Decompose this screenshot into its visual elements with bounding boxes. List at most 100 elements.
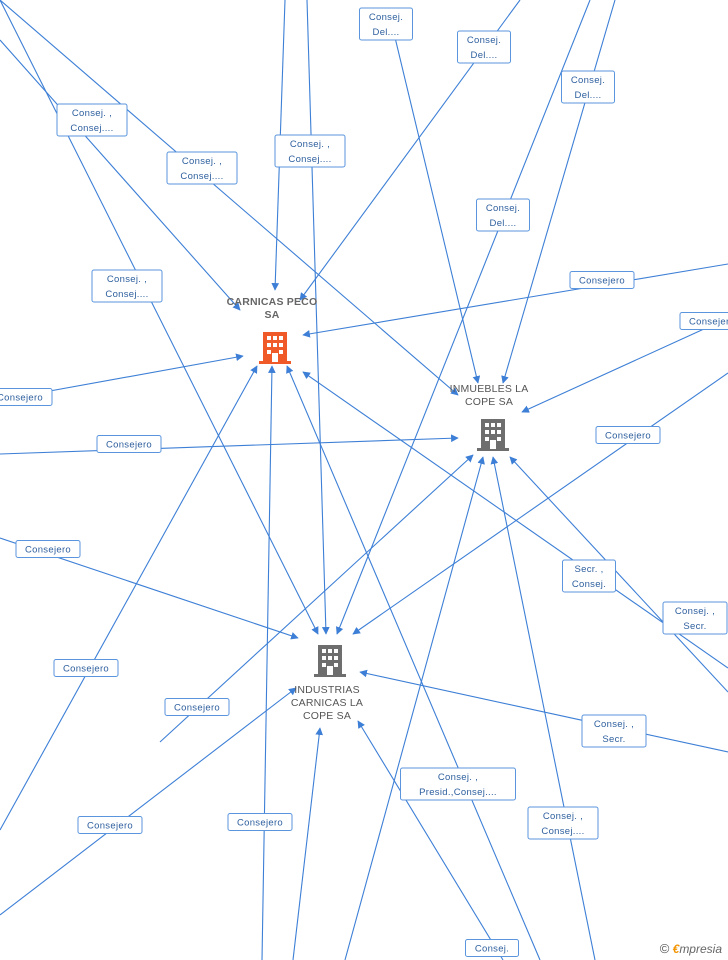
edge-label[interactable]: Consej. , Consej.... — [274, 134, 346, 168]
edge-label[interactable]: Consej. , Presid.,Consej.... — [400, 767, 516, 801]
edge-label-box — [274, 134, 346, 168]
building-icon[interactable] — [258, 329, 292, 365]
edge — [286, 365, 541, 960]
edge-label-box — [164, 698, 230, 716]
edge-label-text: Consej. , — [182, 156, 222, 167]
edge — [0, 39, 241, 311]
edge — [521, 317, 728, 413]
edge-label[interactable]: Consejero — [0, 388, 53, 406]
edge-label-text: Del.... — [471, 50, 498, 61]
edge-label-box — [569, 271, 635, 289]
edge-label[interactable]: Consej. , Consej.... — [166, 151, 238, 185]
edge-label[interactable]: Consejero — [53, 659, 119, 677]
edge — [292, 727, 324, 960]
edge — [302, 371, 728, 669]
edge-label-text: Consej. , — [72, 108, 112, 119]
edge — [302, 263, 728, 338]
edge-label-text: Consej. , — [594, 719, 634, 730]
edge-label-text: Consejero — [25, 545, 71, 556]
edge-label-box — [662, 601, 728, 635]
edge-label-box — [53, 659, 119, 677]
edge-label-box — [679, 312, 728, 330]
edge-label-text: Consejero — [605, 431, 651, 442]
edge — [335, 0, 591, 635]
edge-label[interactable]: Secr. , Consej. — [562, 559, 616, 593]
edge-label-text: Secr. — [602, 734, 625, 745]
edge-label-text: Consej. , — [438, 772, 478, 783]
edge-label[interactable]: Consejero — [15, 540, 81, 558]
brand-initial: € — [672, 942, 680, 956]
edge-label-text: Consej.... — [541, 826, 584, 837]
edge-label-box — [15, 540, 81, 558]
edge — [306, 0, 330, 635]
edge-label-box — [166, 151, 238, 185]
copyright-icon: © — [659, 941, 670, 956]
edge-label[interactable]: Consejero — [227, 813, 293, 831]
edge-label-box — [595, 426, 661, 444]
edge-label-text: Consej. — [475, 944, 509, 955]
edge-label-text: Del.... — [575, 90, 602, 101]
edge-label-box — [227, 813, 293, 831]
edge-label[interactable]: Consej. ,Consej.... — [91, 269, 163, 303]
edge-label[interactable]: Consejero — [77, 816, 143, 834]
brand-name: mpresia — [679, 942, 722, 956]
edge-label[interactable]: Consejero — [595, 426, 661, 444]
edge-label-text: Consej. — [571, 75, 605, 86]
building-icon[interactable] — [313, 642, 347, 678]
edge — [261, 365, 276, 960]
edge-label-text: Consejero — [237, 818, 283, 829]
edge-label-text: Consej.... — [105, 289, 148, 300]
edge-label-text: Secr. — [683, 621, 706, 632]
edge-label-box — [562, 559, 616, 593]
edge-label[interactable]: Consejero — [569, 271, 635, 289]
edge-label-text: Del.... — [490, 218, 517, 229]
node-label-inmuebles[interactable]: INMUEBLES LA COPE SA — [449, 383, 529, 408]
edge-label-box — [0, 388, 53, 406]
edge-label-box — [581, 714, 647, 748]
edge-label-text: Consej. — [486, 203, 520, 214]
edge-label[interactable]: Consej. Del.... — [476, 198, 530, 232]
edge-label[interactable]: Consej. Del.... — [561, 70, 615, 104]
edge-label[interactable]: Consej. , Secr. — [662, 601, 728, 635]
empresia-watermark: © €mpresia — [660, 941, 722, 956]
edge-label-text: Consej. — [572, 579, 606, 590]
edge-label-text: Consej.... — [180, 171, 223, 182]
edge — [0, 434, 459, 455]
edge — [0, 0, 459, 396]
edge — [357, 720, 504, 960]
edge — [490, 456, 596, 960]
edge — [352, 372, 728, 635]
edge-label[interactable]: Consej. , Consej.... — [527, 806, 599, 840]
edge-label-box — [91, 269, 163, 303]
edge-label[interactable]: Consejero — [164, 698, 230, 716]
edge-label-box — [77, 816, 143, 834]
edge-label[interactable]: Consejero — [96, 435, 162, 453]
edge-label[interactable]: Consej. , Consej.... — [56, 103, 128, 137]
node-label-industrias[interactable]: INDUSTRIAS CARNICAS LA COPE SA — [290, 684, 364, 722]
edge-label-text: Consejero — [106, 440, 152, 451]
building-icon[interactable] — [476, 416, 510, 452]
edge-label-text: Consej.... — [288, 154, 331, 165]
edge-label-text: Consej. , — [543, 811, 583, 822]
edge-label-text: Consejero — [174, 703, 220, 714]
edge-label-text: Secr. , — [574, 564, 603, 575]
edge — [509, 456, 728, 693]
edge-label-box — [465, 939, 519, 957]
edge-label[interactable]: Consej.Del.... — [457, 30, 511, 64]
edge-label-text: Consejero — [87, 821, 133, 832]
edge-label-text: Presid.,Consej.... — [419, 787, 497, 798]
edge-label-text: Consej. , — [675, 606, 715, 617]
edge — [0, 0, 319, 635]
edge-label-text: Consej.... — [70, 123, 113, 134]
edge-label-text: Consejero — [689, 317, 728, 328]
node-label-carnicas-peco[interactable]: CARNICAS PECO SA — [226, 296, 318, 321]
edge-label[interactable]: Consej. — [465, 939, 519, 957]
edge-label[interactable]: Consej. , Secr. — [581, 714, 647, 748]
edge-label[interactable]: Consejero — [679, 312, 728, 330]
edge — [359, 669, 728, 753]
edge-label[interactable]: Consej.Del.... — [359, 7, 413, 41]
edge-label-box — [96, 435, 162, 453]
edge-label-box — [400, 767, 516, 801]
edge-label-text: Consej. , — [290, 139, 330, 150]
